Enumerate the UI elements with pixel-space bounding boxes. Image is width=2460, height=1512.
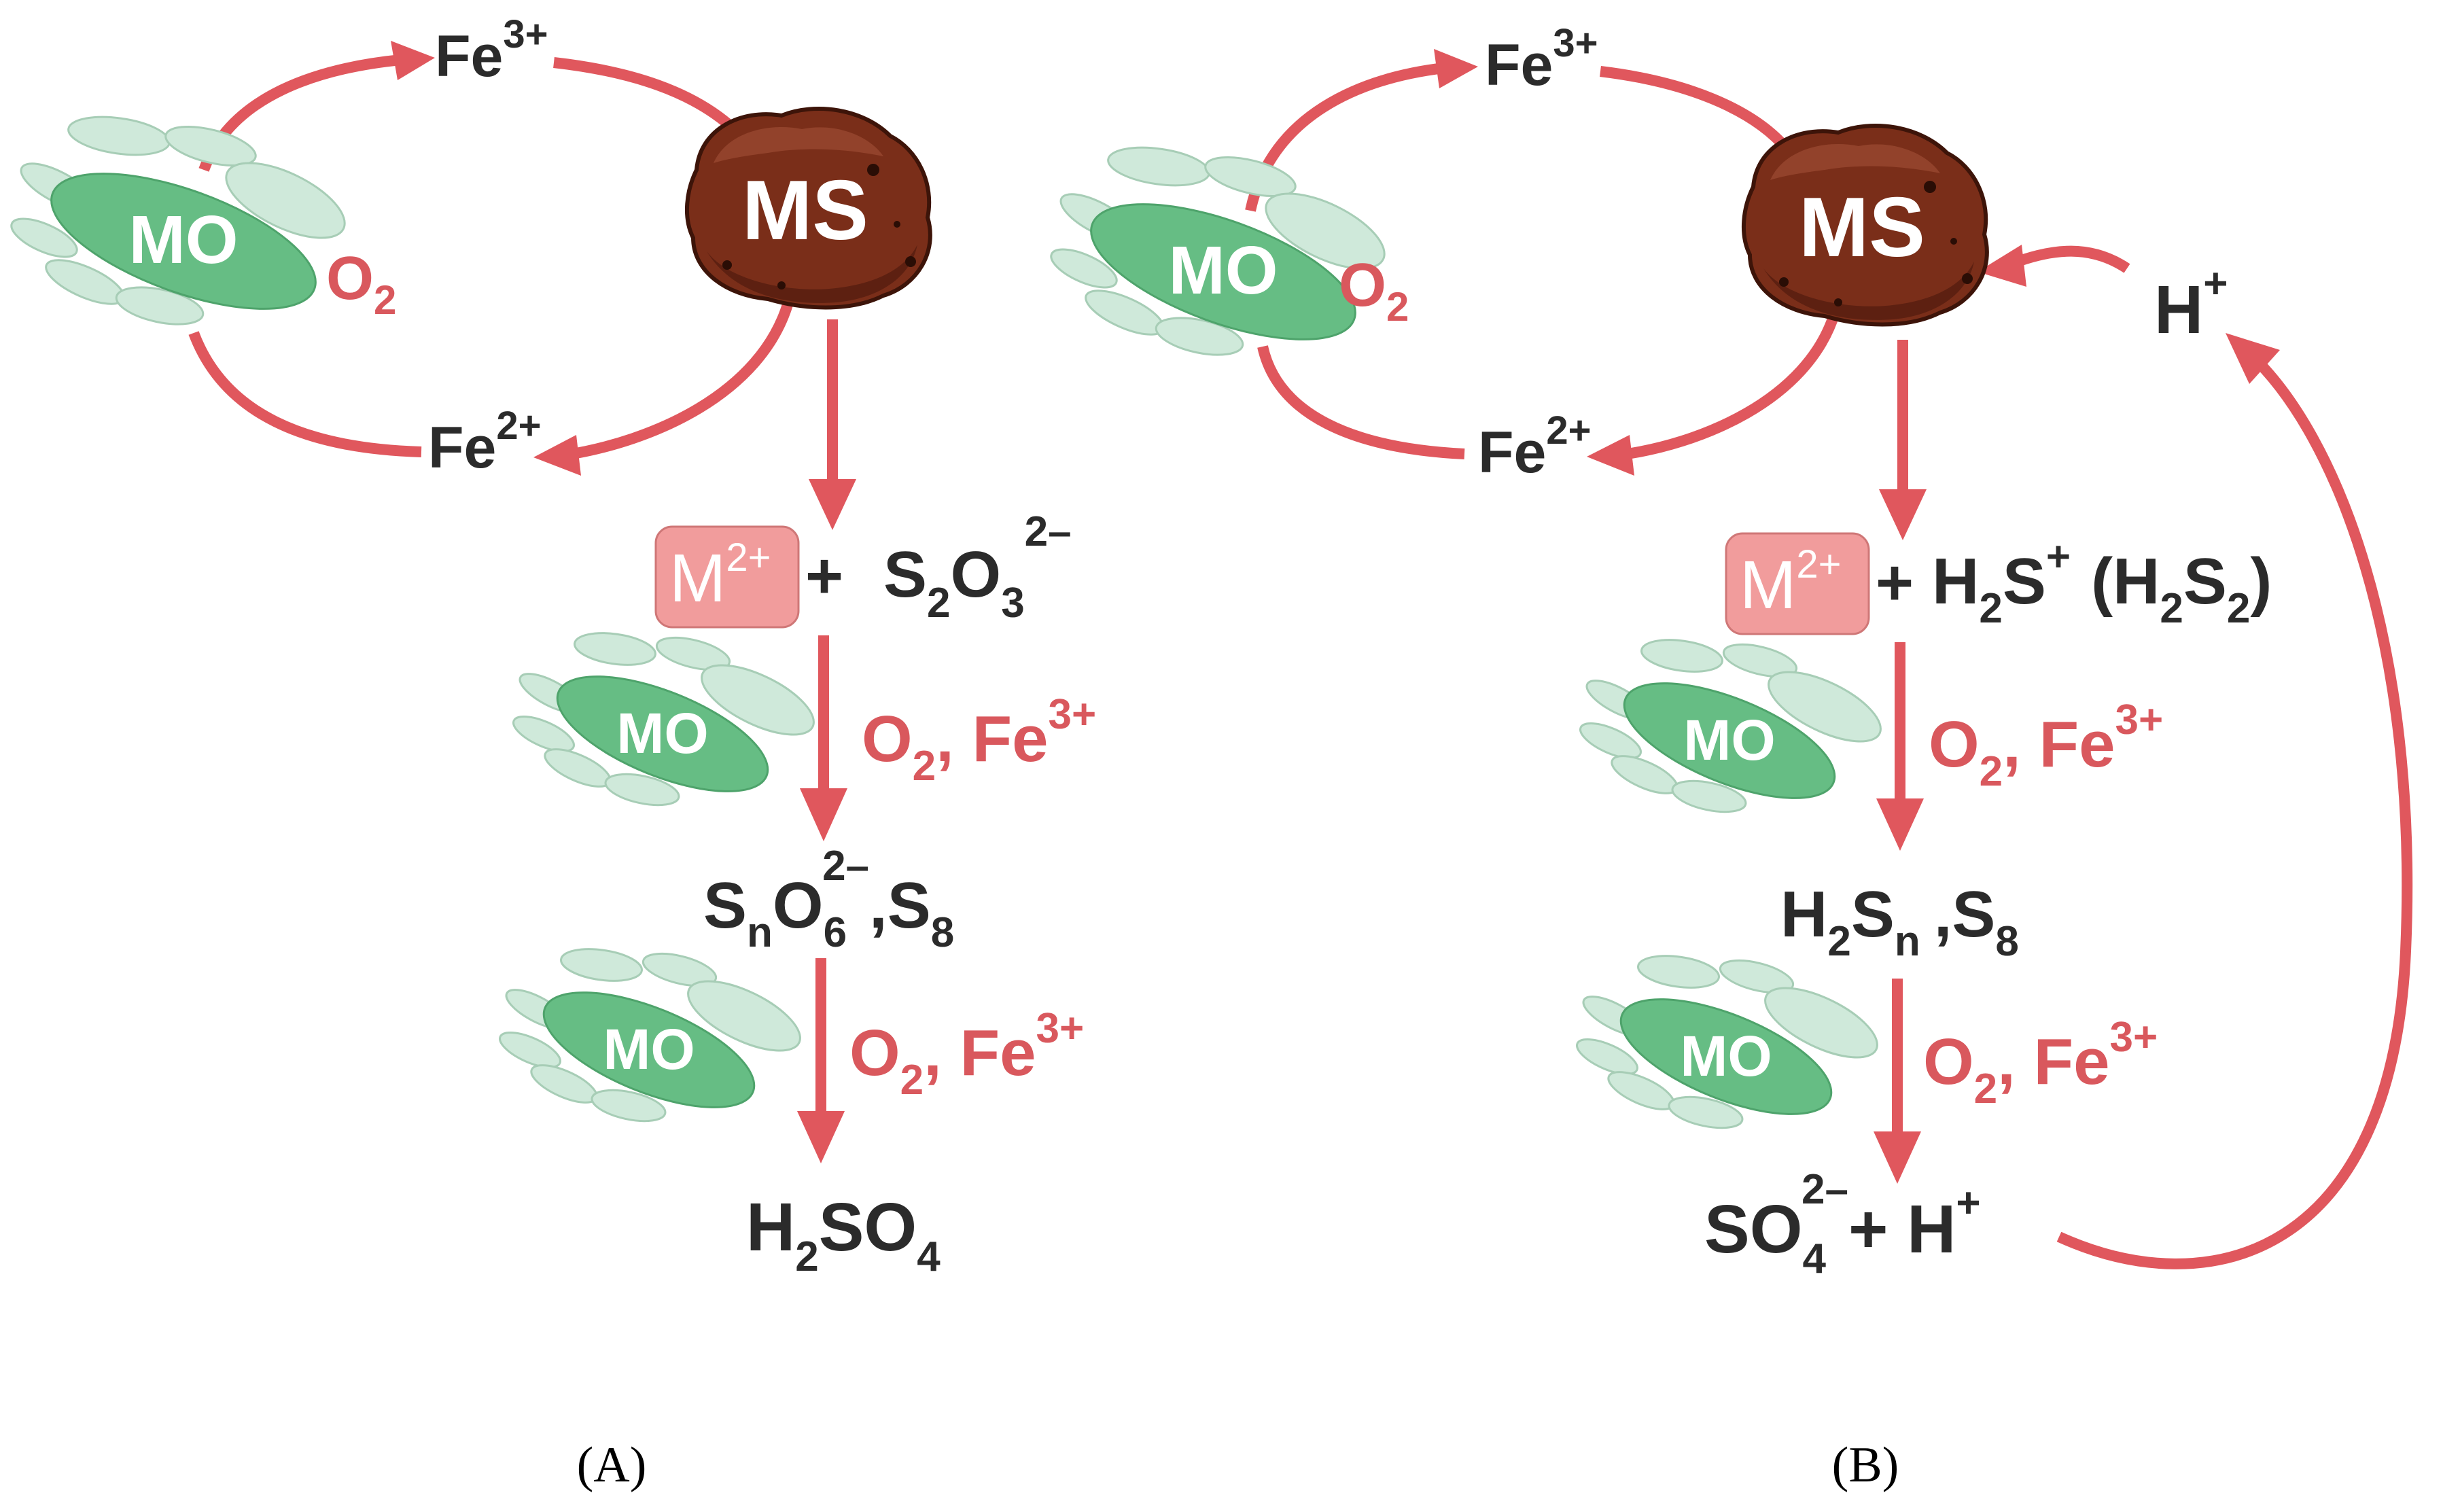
arrow-fe2-to-mo-a: [188, 331, 422, 457]
mo-bacteria-a-bottom: MO: [494, 943, 811, 1132]
polysulfide-label: H2Sn,S8: [1780, 878, 2019, 965]
mo-label: MO: [603, 1017, 695, 1081]
arrow-fe2-to-mo-b: [1257, 345, 1465, 459]
arrowhead-fe2-b: [1587, 435, 1634, 476]
arrow-h-to-ms: [2009, 245, 2130, 273]
fe3-label-b-top: Fe3+: [1485, 21, 1598, 98]
arrowhead-ms-down-a: [809, 479, 856, 530]
arrow-fe3-to-ms-a: [553, 57, 738, 133]
fe2-label-b: Fe2+: [1478, 408, 1592, 485]
oxidant-label-a-1: O2, Fe3+: [862, 691, 1096, 790]
oxidant-label-b-1: O2, Fe3+: [1929, 697, 2163, 795]
sulfuric-acid-label: H2SO4: [746, 1189, 941, 1280]
arrow-fe3-to-ms-b: [1600, 66, 1792, 154]
panel-b-label: (B): [1832, 1437, 1899, 1493]
panel-a-label: (A): [577, 1437, 647, 1493]
oxygen-label-b: O2: [1339, 251, 1409, 330]
arrowhead-step1-b: [1876, 798, 1924, 851]
ms-particle-a: MS: [687, 109, 930, 308]
arrow-ms-to-fe2-a: [563, 300, 794, 461]
arrowhead-fe3-b: [1434, 49, 1478, 88]
oxidant-label-b-2: O2, Fe3+: [1923, 1014, 2158, 1112]
metal-ion-box-b: M2+: [1725, 532, 1870, 635]
oxygen-label-a: O2: [326, 245, 396, 323]
arrowhead-step1-a: [800, 788, 847, 841]
arrowhead-fe3-a: [391, 41, 435, 80]
fe3-label-a-top: Fe3+: [435, 12, 548, 89]
mo-label: MO: [616, 701, 708, 765]
arrowhead-recycle-h: [2226, 333, 2280, 384]
arrowhead-ms-down-b: [1879, 489, 1927, 540]
mo-bacteria-b-bottom: MO: [1571, 950, 1888, 1139]
mo-bacteria-b-top: MO: [1044, 141, 1396, 369]
ms-particle-b: MS: [1744, 126, 1987, 325]
arrowhead-fe2-a: [533, 435, 581, 476]
arrowhead-step2-b: [1874, 1131, 1921, 1184]
plus-sign-a: +: [805, 540, 843, 612]
arrow-recycle-h: [2056, 349, 2413, 1269]
svg-text:M2+: M2+: [1740, 542, 1841, 623]
polythionate-label: SnO62–,S8: [703, 843, 954, 956]
svg-text:M2+: M2+: [669, 535, 771, 616]
arrowhead-h-to-ms: [1978, 245, 2026, 287]
plus-sign-b: +: [1876, 546, 1914, 619]
polysulfide-cation-label: H2S+(H2S2): [1932, 533, 2272, 632]
ms-label: MS: [1799, 181, 1925, 275]
oxidant-label-a-2: O2, Fe3+: [849, 1005, 1084, 1104]
panel-a: MO O2 Fe3+ Fe2+ MS M2+ + S2O32– MO O2, F…: [5, 12, 1096, 1493]
mo-bacteria-b-middle: MO: [1575, 634, 1892, 823]
arrowhead-step2-a: [797, 1111, 845, 1163]
proton-label-top: H+: [2154, 260, 2228, 348]
ms-label: MS: [742, 164, 868, 258]
mo-bacteria-a-middle: MO: [508, 627, 825, 816]
metal-ion-box-a: M2+: [654, 525, 800, 629]
mo-label: MO: [128, 202, 238, 278]
mo-label: MO: [1683, 708, 1775, 772]
mo-label: MO: [1680, 1024, 1772, 1088]
thiosulfate-label: S2O32–: [883, 508, 1072, 627]
panel-b: MO O2 Fe3+ Fe2+ MS H+ M2+ + H2S+(H2S2) M…: [1044, 21, 2413, 1493]
mo-label: MO: [1168, 232, 1278, 309]
arrow-ms-to-fe2-b: [1617, 311, 1840, 461]
mo-bacteria-a-top: MO: [5, 110, 357, 338]
fe2-label-a: Fe2+: [428, 404, 542, 480]
sulfate-proton-label: SO42–+ H+: [1704, 1166, 1981, 1282]
